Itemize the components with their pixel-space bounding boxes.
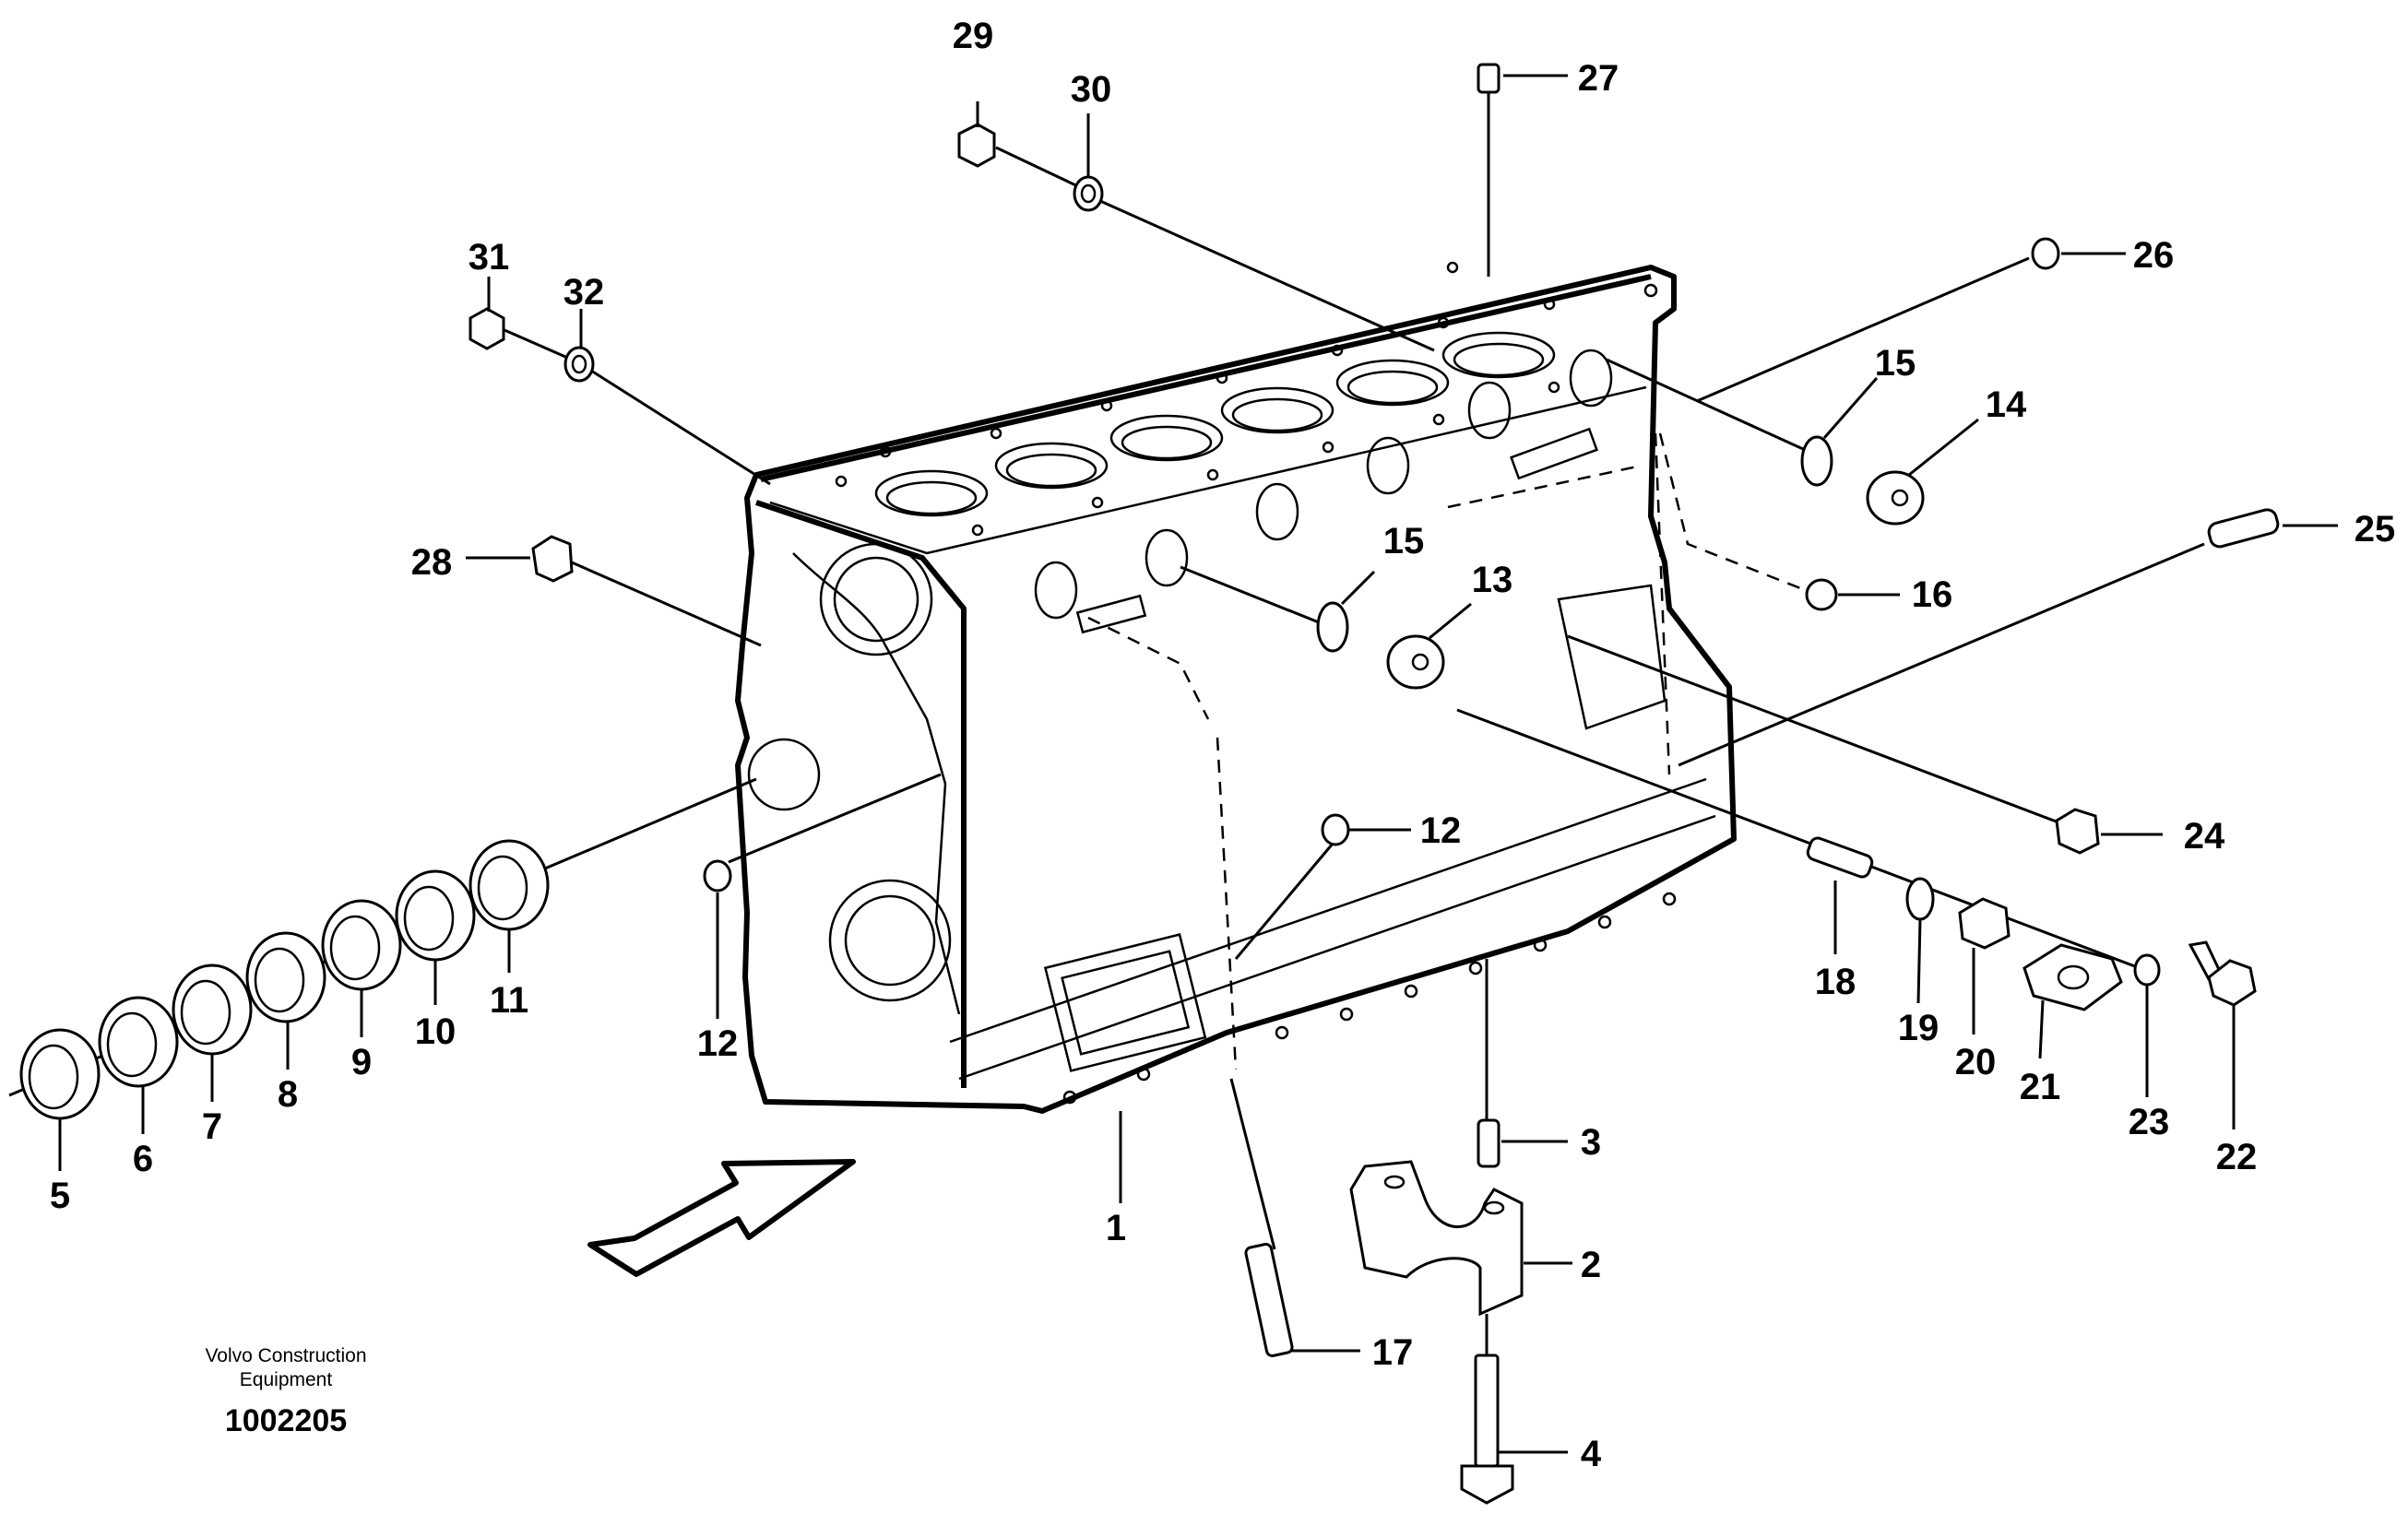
dipstick-tube-17 bbox=[1229, 1078, 1360, 1357]
callout-9: 9 bbox=[351, 1042, 372, 1082]
callout-12-right: 12 bbox=[1420, 810, 1462, 851]
manufacturer-name-line2: Equipment bbox=[239, 1369, 333, 1390]
callout-4: 4 bbox=[1581, 1434, 1602, 1474]
callout-32: 32 bbox=[563, 272, 605, 313]
callout-25: 25 bbox=[2355, 509, 2396, 550]
bushing-10 bbox=[395, 869, 476, 962]
oil-connection-parts bbox=[1456, 708, 2257, 1129]
callout-15-upper: 15 bbox=[1875, 343, 1916, 384]
callout-6: 6 bbox=[133, 1139, 153, 1179]
lower-bolt-holes bbox=[1062, 892, 1677, 1105]
illustration-number: 1002205 bbox=[224, 1403, 348, 1438]
callout-20: 20 bbox=[1955, 1042, 1997, 1082]
callout-5: 5 bbox=[50, 1176, 70, 1216]
callout-11: 11 bbox=[490, 980, 528, 1021]
manufacturer-name-line1: Volvo Construction bbox=[205, 1345, 367, 1366]
bushing-6 bbox=[98, 996, 179, 1088]
seal-ring-15-lower bbox=[1180, 565, 1376, 653]
callout-14: 14 bbox=[1986, 384, 2027, 425]
flange-21 bbox=[2022, 943, 2123, 1011]
callout-15-lower: 15 bbox=[1383, 521, 1425, 562]
washer-23 bbox=[2133, 953, 2161, 987]
pin-27 bbox=[1477, 63, 1568, 277]
plug-29-washer-30 bbox=[957, 101, 1435, 352]
callout-3: 3 bbox=[1581, 1122, 1601, 1163]
sleeve-18 bbox=[1806, 836, 1874, 879]
camshaft-bushings bbox=[8, 777, 757, 1171]
bushing-5 bbox=[19, 1028, 101, 1120]
plug-12-left bbox=[703, 773, 942, 1019]
dowel-25 bbox=[1678, 508, 2338, 767]
callout-31: 31 bbox=[469, 237, 510, 278]
adapter-20 bbox=[1958, 897, 2011, 950]
bushing-9 bbox=[321, 899, 402, 991]
callout-24: 24 bbox=[2184, 816, 2225, 857]
callout-23: 23 bbox=[2129, 1102, 2170, 1142]
plug-16 bbox=[1658, 432, 1900, 611]
callout-26: 26 bbox=[2133, 235, 2175, 276]
callout-labels: 1 2 3 4 5 6 7 8 9 10 11 12 12 13 14 15 1… bbox=[50, 16, 2395, 1474]
callout-13: 13 bbox=[1472, 560, 1513, 600]
callout-16: 16 bbox=[1912, 574, 1953, 615]
bushing-7 bbox=[172, 963, 253, 1056]
plug-31-washer-32 bbox=[469, 277, 771, 486]
plug-24 bbox=[1567, 634, 2163, 855]
plug-26 bbox=[1696, 237, 2126, 403]
bushing-11 bbox=[469, 839, 550, 931]
callout-10: 10 bbox=[415, 1011, 457, 1052]
callout-27: 27 bbox=[1578, 58, 1619, 99]
callout-1: 1 bbox=[1106, 1208, 1126, 1248]
view-direction-arrow bbox=[587, 1159, 856, 1277]
callout-28: 28 bbox=[411, 542, 453, 583]
seal-ring-19 bbox=[1905, 877, 1935, 921]
callout-18: 18 bbox=[1815, 962, 1856, 1002]
plug-14 bbox=[1866, 418, 1979, 526]
guide-pin-3 bbox=[1477, 1118, 1501, 1168]
main-bearing-cap-group bbox=[1349, 959, 1572, 1505]
plug-12-right bbox=[1234, 813, 1411, 960]
plug-13 bbox=[1386, 602, 1472, 690]
deck-bolt-holes bbox=[835, 261, 1658, 537]
callout-2: 2 bbox=[1581, 1245, 1601, 1285]
plug-28 bbox=[466, 535, 762, 647]
callout-7: 7 bbox=[202, 1106, 222, 1147]
bolt-22 bbox=[2188, 940, 2257, 1007]
engine-block bbox=[735, 261, 1737, 1114]
bushing-8 bbox=[245, 931, 326, 1023]
bolt-4 bbox=[1460, 1354, 1514, 1505]
callout-29: 29 bbox=[953, 16, 994, 56]
callout-17: 17 bbox=[1372, 1332, 1414, 1373]
callout-30: 30 bbox=[1071, 69, 1112, 110]
callout-21: 21 bbox=[2020, 1067, 2061, 1107]
diagram-footer: Volvo Construction Equipment 1002205 bbox=[148, 1344, 424, 1439]
bearing-cap-2 bbox=[1349, 1160, 1524, 1317]
callout-19: 19 bbox=[1898, 1008, 1939, 1048]
seal-ring-15-upper bbox=[1606, 358, 1879, 487]
cylinder-bores bbox=[874, 331, 1556, 517]
callout-12-left: 12 bbox=[697, 1023, 739, 1064]
callout-22: 22 bbox=[2216, 1137, 2258, 1177]
callout-8: 8 bbox=[278, 1074, 298, 1115]
